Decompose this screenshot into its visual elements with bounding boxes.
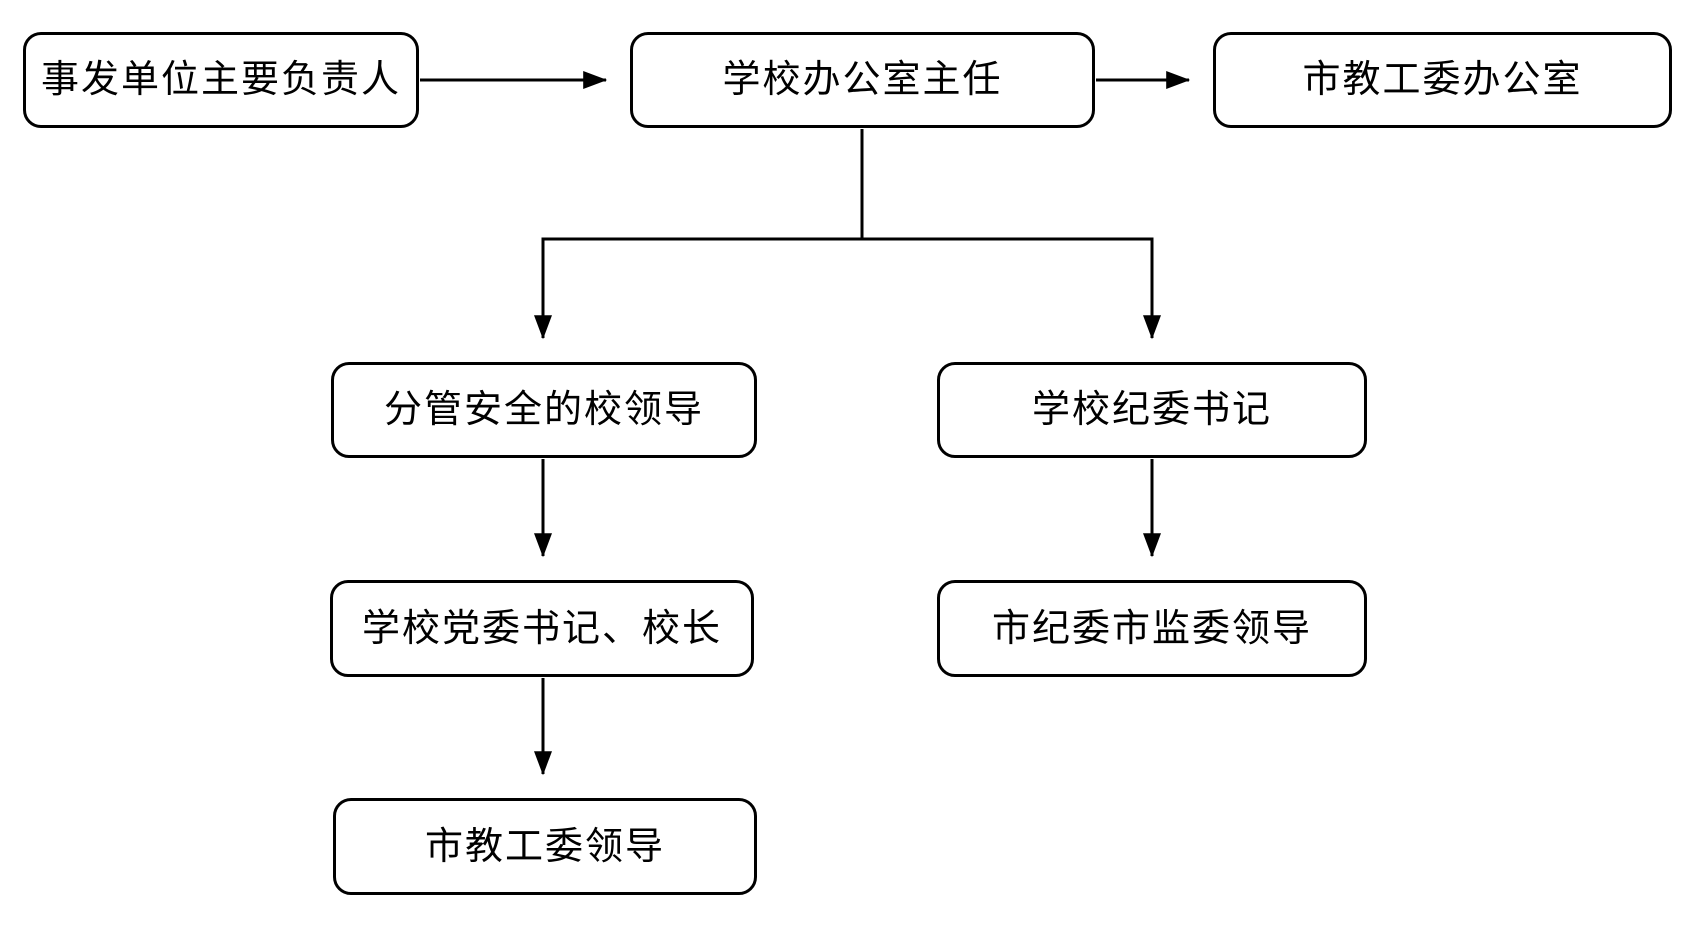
node-school-office-director: 学校办公室主任	[630, 32, 1095, 128]
node-party-secretary-principal: 学校党委书记、校长	[330, 580, 754, 677]
node-incident-unit-head: 事发单位主要负责人	[23, 32, 419, 128]
node-safety-school-leader: 分管安全的校领导	[331, 362, 757, 458]
node-school-discipline-secretary-label: 学校纪委书记	[1031, 389, 1272, 431]
node-school-discipline-secretary: 学校纪委书记	[937, 362, 1367, 458]
node-party-secretary-principal-label: 学校党委书记、校长	[361, 607, 722, 650]
node-incident-unit-head-label: 事发单位主要负责人	[40, 59, 401, 101]
node-city-edu-committee-office-label: 市教工委办公室	[1302, 59, 1583, 101]
node-school-office-director-label: 学校办公室主任	[722, 59, 1003, 101]
node-city-edu-committee-leaders: 市教工委领导	[333, 798, 757, 895]
node-city-edu-committee-leaders-label: 市教工委领导	[424, 825, 665, 868]
node-city-edu-committee-office: 市教工委办公室	[1213, 32, 1672, 128]
node-city-discipline-leaders-label: 市纪委市监委领导	[991, 607, 1312, 650]
node-safety-school-leader-label: 分管安全的校领导	[383, 389, 704, 431]
node-city-discipline-leaders: 市纪委市监委领导	[937, 580, 1367, 677]
